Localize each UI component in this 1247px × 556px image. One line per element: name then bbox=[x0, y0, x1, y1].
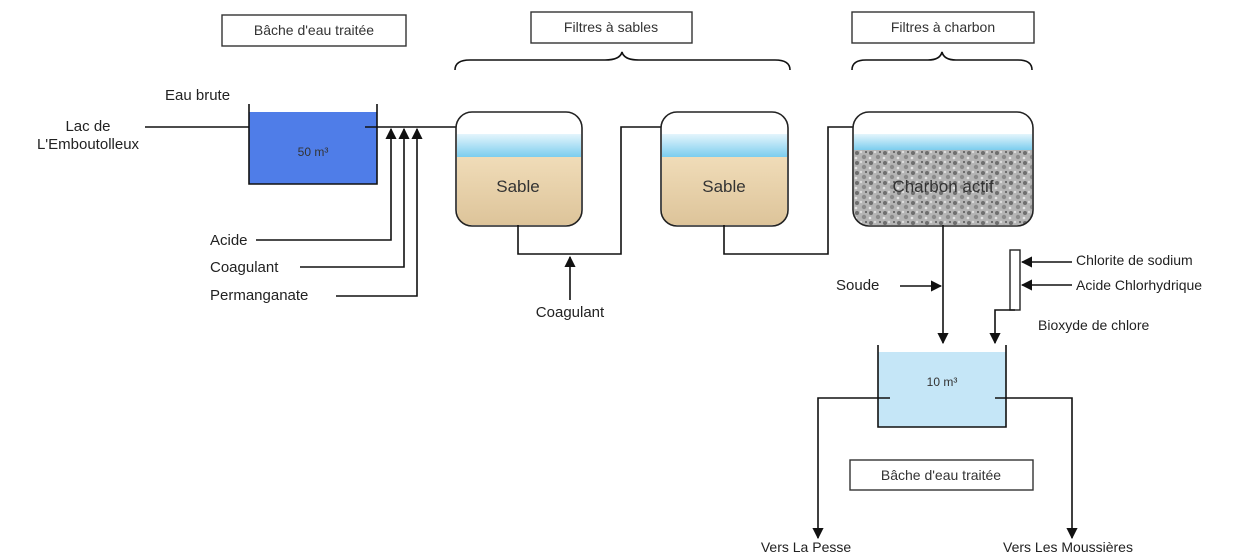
permanganate-line bbox=[336, 127, 423, 297]
sand1-to-sand2-line bbox=[517, 121, 686, 255]
title-treated-tank: Bâche d'eau traitée bbox=[881, 467, 1001, 483]
title-raw-tank: Bâche d'eau traitée bbox=[254, 22, 374, 38]
acid-line bbox=[256, 127, 397, 241]
sand2-label: Sable bbox=[702, 177, 745, 196]
title-carbon-filters: Filtres à charbon bbox=[891, 19, 995, 35]
title-box-treated-tank: Bâche d'eau traitée bbox=[849, 459, 1034, 491]
carbon-label: Charbon actif bbox=[892, 177, 993, 196]
brace-sand-filters bbox=[454, 51, 791, 71]
raw-water-label: Eau brute bbox=[165, 87, 230, 104]
sand-filter-2: Sable bbox=[660, 111, 789, 227]
title-box-sand-filters: Filtres à sables bbox=[530, 11, 693, 44]
coagulant1-label: Coagulant bbox=[210, 259, 279, 276]
hydrochloric-acid-label: Acide Chlorhydrique bbox=[1076, 277, 1202, 293]
output-left-line bbox=[812, 397, 890, 540]
permanganate-label: Permanganate bbox=[210, 287, 308, 304]
output-right-label: Vers Les Moussières bbox=[1003, 539, 1133, 555]
acid-label: Acide bbox=[210, 232, 248, 249]
sand2-to-carbon-line bbox=[723, 121, 894, 255]
title-box-carbon-filters: Filtres à charbon bbox=[851, 11, 1035, 44]
sand-filter-1: Sable bbox=[455, 111, 583, 227]
output-left-label: Vers La Pesse bbox=[761, 539, 851, 555]
sand1-label: Sable bbox=[496, 177, 539, 196]
chlorine-dioxide-line bbox=[989, 309, 1015, 345]
sodium-chlorite-label: Chlorite de sodium bbox=[1076, 252, 1193, 268]
coagulant2-label: Coagulant bbox=[536, 304, 605, 321]
source-label-line1: Lac de bbox=[65, 118, 110, 135]
brace-carbon-filters bbox=[851, 51, 1033, 71]
raw-water-tank: 50 m³ bbox=[248, 104, 378, 185]
carbon-filter: Charbon actif bbox=[852, 111, 1034, 227]
chlorine-dioxide-label: Bioxyde de chlore bbox=[1038, 317, 1150, 333]
title-box-raw-tank: Bâche d'eau traitée bbox=[221, 14, 407, 47]
treated-tank-volume: 10 m³ bbox=[927, 375, 958, 389]
title-sand-filters: Filtres à sables bbox=[564, 19, 658, 35]
chlorine-dioxide-generator bbox=[1009, 249, 1021, 311]
soda-label: Soude bbox=[836, 277, 879, 294]
raw-tank-volume: 50 m³ bbox=[298, 145, 329, 159]
source-label-line2: L'Emboutolleux bbox=[37, 136, 140, 153]
treated-water-tank: 10 m³ bbox=[877, 345, 1007, 428]
output-right-line bbox=[995, 397, 1078, 540]
coagulant1-line bbox=[300, 127, 410, 268]
